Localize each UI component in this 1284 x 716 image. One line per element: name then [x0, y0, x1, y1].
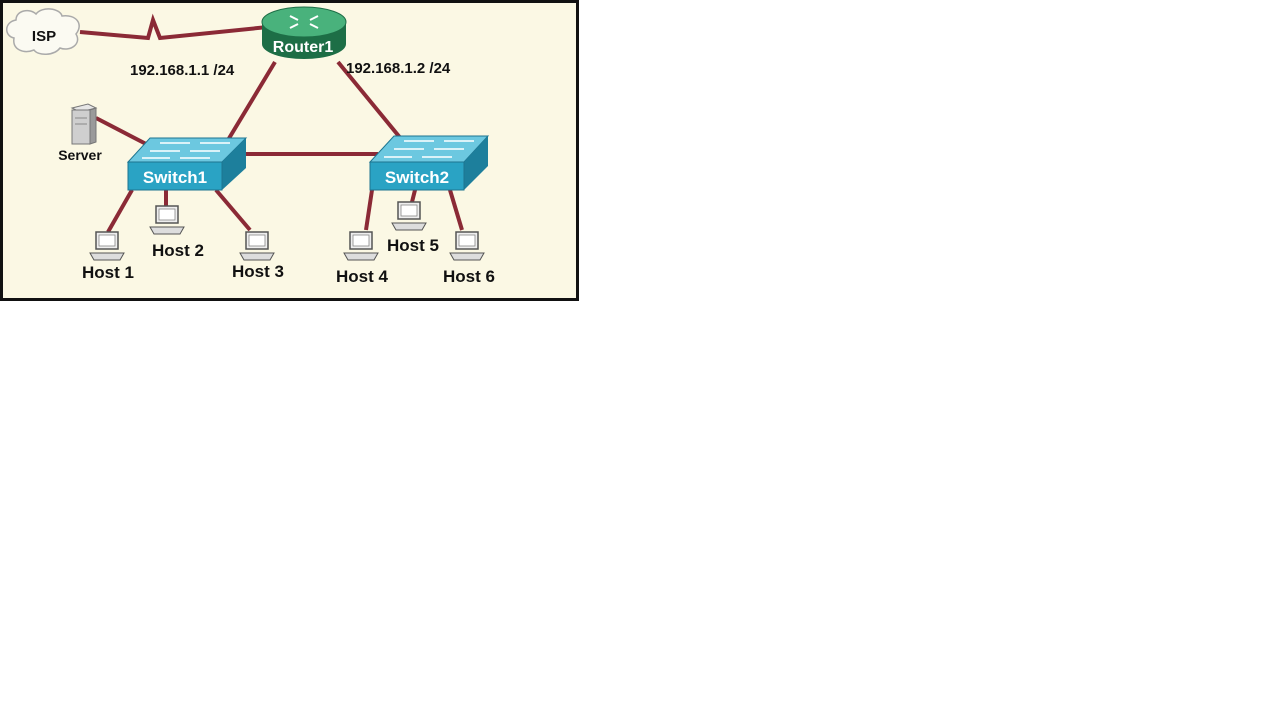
switch1-icon: Switch1 [126, 137, 248, 191]
topology-canvas: ISP Router1 192.168.1.1 /24 192.168.1.2 … [0, 0, 579, 301]
host4-icon [343, 231, 379, 261]
links [79, 13, 464, 233]
server-icon [70, 103, 98, 145]
host4-link [364, 189, 374, 231]
host2-label: Host 2 [152, 241, 204, 260]
host1-link [106, 189, 134, 233]
host6-icon [449, 231, 485, 261]
isp-label: ISP [32, 28, 56, 45]
host1-label: Host 1 [82, 263, 134, 282]
router-icon: Router1 [261, 6, 347, 59]
network-topology-diagram: ISP Router1 192.168.1.1 /24 192.168.1.2 … [0, 0, 580, 302]
switch2-icon: Switch2 [368, 135, 490, 191]
router-switch2-ip-label: 192.168.1.2 /24 [346, 60, 451, 77]
router-switch1-ip-label: 192.168.1.1 /24 [130, 62, 235, 79]
server-label: Server [58, 147, 102, 163]
host2-icon [149, 205, 185, 235]
switch1-label: Switch1 [143, 168, 207, 187]
server-switch1-link [95, 116, 151, 148]
host6-label: Host 6 [443, 267, 495, 286]
host5-icon [391, 201, 427, 231]
host3-icon [239, 231, 275, 261]
host6-link [448, 189, 464, 231]
isp-router-serial-link [79, 13, 269, 41]
host5-link [410, 189, 417, 203]
host3-link [214, 188, 252, 232]
isp-cloud-icon: ISP [6, 8, 80, 55]
host1-icon [89, 231, 125, 261]
host5-label: Host 5 [387, 236, 439, 255]
host4-label: Host 4 [336, 267, 389, 286]
router-switch2-link [336, 60, 404, 142]
router-label: Router1 [273, 39, 334, 56]
router-switch1-link [226, 60, 277, 142]
switch2-label: Switch2 [385, 168, 449, 187]
host3-label: Host 3 [232, 262, 284, 281]
